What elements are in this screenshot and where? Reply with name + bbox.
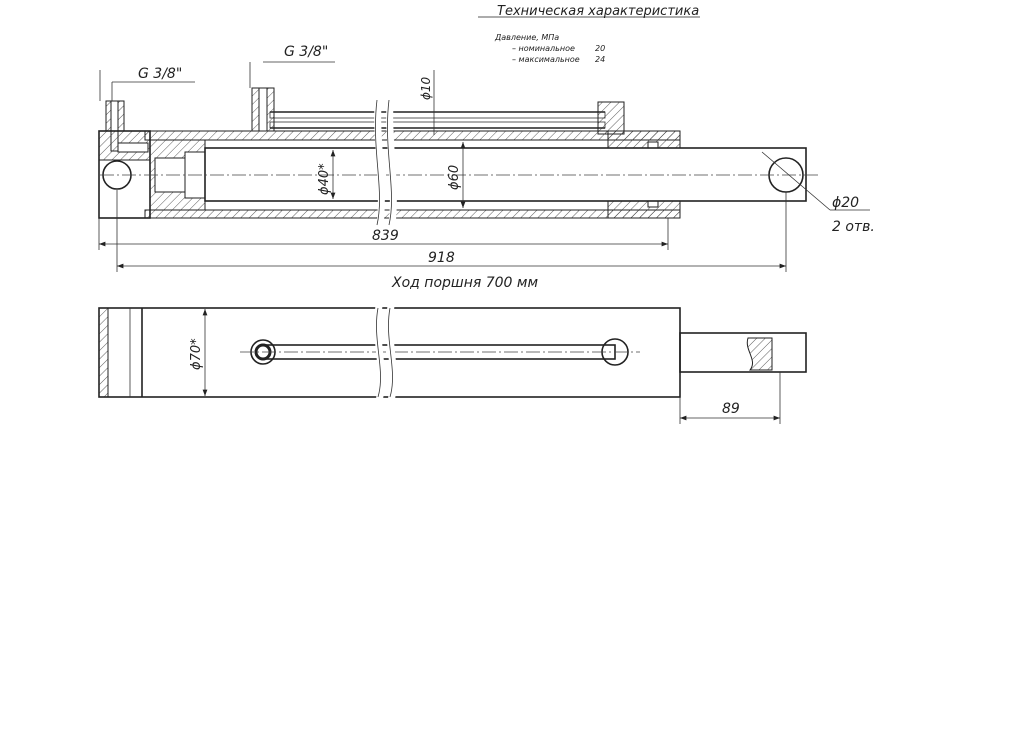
tube-wall-top bbox=[144, 130, 681, 141]
section-view bbox=[98, 79, 820, 241]
piston-rod bbox=[204, 147, 807, 202]
dimensions-top: G 3/8" G 3/8" ϕ10 ϕ40* ϕ60 ϕ20 2 отв. 83… bbox=[98, 44, 875, 291]
nominal-label: – номинальное bbox=[512, 44, 575, 53]
rod-end bbox=[679, 332, 807, 373]
tube-wall-bottom bbox=[144, 209, 681, 219]
port-left-label: G 3/8" bbox=[138, 66, 182, 82]
hole-count-label: 2 отв. bbox=[832, 219, 875, 235]
pipe-dia-label: ϕ10 bbox=[419, 76, 433, 100]
gland-top bbox=[607, 130, 681, 149]
rod-end-label: 89 bbox=[722, 401, 740, 417]
hole-dia-label: ϕ20 bbox=[832, 195, 859, 211]
max-label: – максимальное bbox=[512, 55, 580, 64]
dimensions-bottom: ϕ70* 89 bbox=[189, 309, 781, 424]
technical-specs: Техническая характеристика Давление, МПа… bbox=[478, 4, 700, 64]
gland-bottom bbox=[607, 200, 681, 219]
port-right-label: G 3/8" bbox=[284, 44, 328, 60]
bore-dia-label: ϕ60 bbox=[447, 165, 462, 190]
body-dia-label: ϕ70* bbox=[189, 338, 204, 370]
max-value: 24 bbox=[595, 55, 605, 64]
stroke-label: Ход поршня 700 мм bbox=[391, 275, 538, 291]
spec-title: Техническая характеристика bbox=[497, 4, 699, 19]
nominal-value: 20 bbox=[595, 44, 605, 53]
rod-dia-label: ϕ40* bbox=[317, 163, 332, 195]
outer-view bbox=[98, 299, 807, 406]
length-918-label: 918 bbox=[428, 250, 455, 266]
pressure-label: Давление, МПа bbox=[494, 33, 559, 42]
length-839-label: 839 bbox=[372, 228, 399, 244]
pipe-block bbox=[597, 101, 625, 135]
